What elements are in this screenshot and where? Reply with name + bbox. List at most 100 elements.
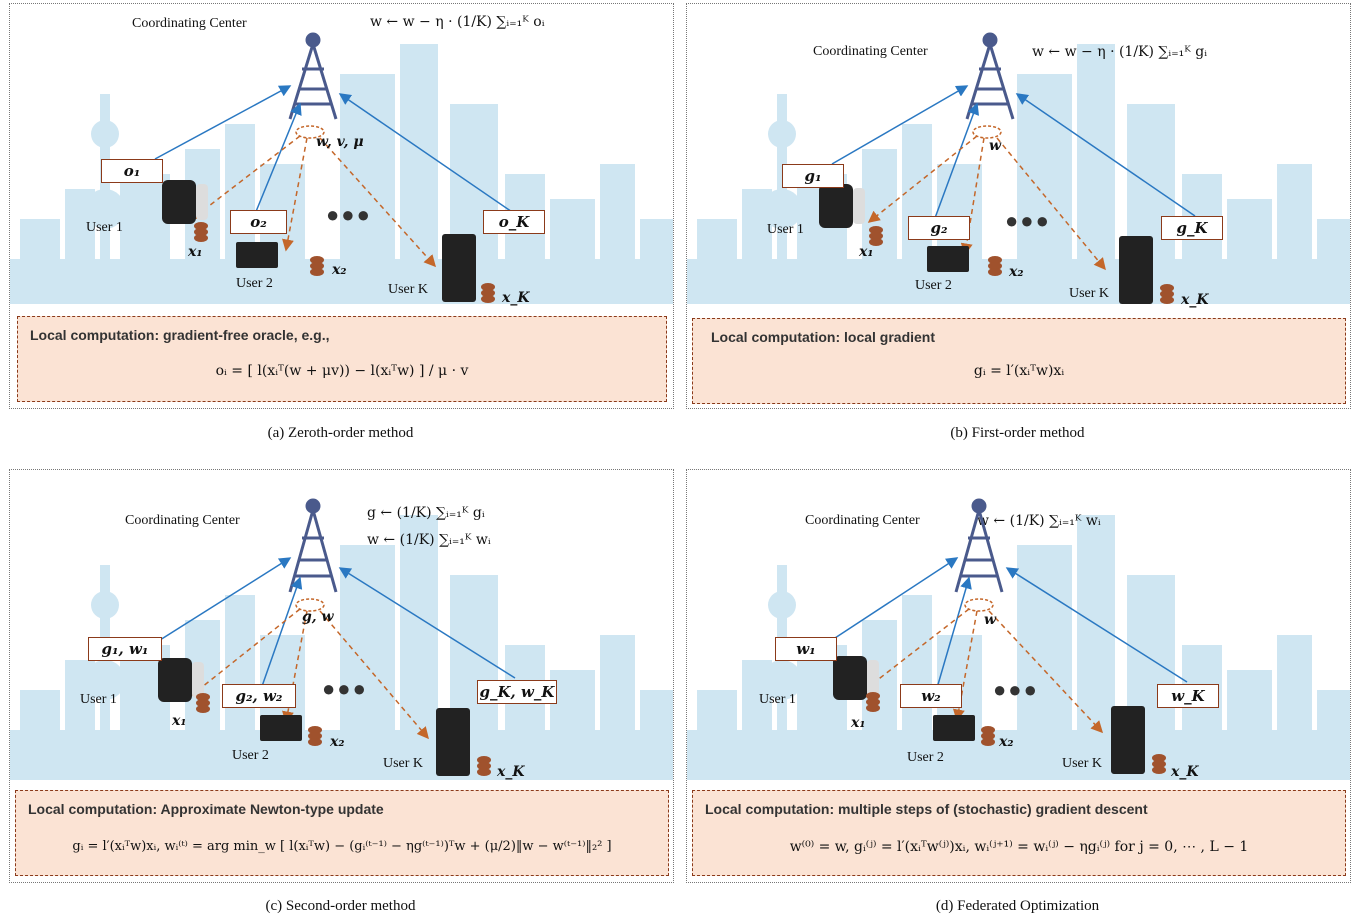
message-box-user-1: g₁, w₁ xyxy=(88,637,162,661)
message-box-user-2: o₂ xyxy=(230,210,287,234)
phone-icon xyxy=(1111,706,1145,774)
user-label: User 2 xyxy=(236,276,273,291)
data-label: x₁ xyxy=(188,244,203,260)
database-icon xyxy=(981,726,995,746)
city-skyline xyxy=(10,515,673,780)
panel-second-order: Coordinating Center g ← (1/K) ∑ᵢ₌₁ᴷ gᵢ w… xyxy=(9,469,674,883)
user-label: User 1 xyxy=(759,692,796,707)
server-update-formula: w ← w − η · (1/K) ∑ᵢ₌₁ᴷ gᵢ xyxy=(1032,44,1208,60)
database-icon xyxy=(481,283,495,303)
smartwatch-icon xyxy=(819,184,865,228)
panel-first-order: Coordinating Center w ← w − η · (1/K) ∑ᵢ… xyxy=(686,3,1351,409)
data-label: x_K xyxy=(502,290,530,306)
data-label: x_K xyxy=(1171,764,1199,780)
caption-c: (c) Second-order method xyxy=(265,898,416,914)
message-box-user-k: g_K xyxy=(1161,216,1223,240)
ellipsis-dots: ●●● xyxy=(326,202,372,227)
local-computation-title: Local computation: gradient-free oracle,… xyxy=(30,327,330,343)
message-box-user-2: w₂ xyxy=(900,684,962,708)
coordinating-center-label: Coordinating Center xyxy=(805,513,920,528)
user-label: User 2 xyxy=(232,748,269,763)
phone-icon xyxy=(442,234,476,302)
server-update-formula: w ← w − η · (1/K) ∑ᵢ₌₁ᴷ oᵢ xyxy=(370,14,545,30)
local-computation-formula: w⁽⁰⁾ = w, gᵢ⁽ʲ⁾ = l′(xᵢᵀw⁽ʲ⁾)xᵢ, wᵢ⁽ʲ⁺¹⁾… xyxy=(789,839,1249,855)
user-label: User 2 xyxy=(907,750,944,765)
user-label: User K xyxy=(1069,286,1110,301)
server-update-formula: w ← (1/K) ∑ᵢ₌₁ᴷ wᵢ xyxy=(977,513,1101,529)
message-box-user-k: w_K xyxy=(1157,684,1219,708)
message-box-user-1: g₁ xyxy=(782,164,844,188)
smartwatch-icon xyxy=(162,180,208,224)
city-skyline xyxy=(687,515,1350,780)
caption-a: (a) Zeroth-order method xyxy=(267,425,414,441)
local-computation-formula: gᵢ = l′(xᵢᵀw)xᵢ, wᵢ⁽ᵗ⁾ = arg min_w [ l(x… xyxy=(72,839,612,854)
message-box-user-k: g_K, w_K xyxy=(477,680,557,704)
caption-d: (d) Federated Optimization xyxy=(935,898,1100,914)
city-skyline xyxy=(10,44,673,304)
message-box-user-2: g₂, w₂ xyxy=(222,684,296,708)
tablet-icon xyxy=(260,715,302,741)
panel-federated: Coordinating Center w ← (1/K) ∑ᵢ₌₁ᴷ wᵢ w… xyxy=(686,469,1351,883)
data-label: x_K xyxy=(1181,292,1209,308)
user-label: User K xyxy=(388,282,429,297)
data-label: x₁ xyxy=(859,244,874,260)
local-computation-box: Local computation: local gradient gᵢ = l… xyxy=(692,318,1346,404)
user-label: User 1 xyxy=(86,220,123,235)
tablet-icon xyxy=(927,246,969,272)
data-label: x₁ xyxy=(851,715,866,731)
tablet-icon xyxy=(933,715,975,741)
user-label: User 2 xyxy=(915,278,952,293)
smartwatch-icon xyxy=(158,658,204,702)
network-diagram xyxy=(833,498,1188,774)
tower-icon xyxy=(288,32,338,120)
network-diagram xyxy=(819,32,1196,304)
local-computation-title: Local computation: local gradient xyxy=(711,329,936,345)
coordinating-center-label: Coordinating Center xyxy=(813,44,928,59)
database-icon xyxy=(310,256,324,276)
data-label: x₂ xyxy=(1009,264,1024,280)
data-label: x₂ xyxy=(332,262,347,278)
ellipsis-dots: ●●● xyxy=(322,676,368,701)
message-box-user-1: w₁ xyxy=(775,637,837,661)
local-computation-formula: oᵢ = [ l(xᵢᵀ(w + μv)) − l(xᵢᵀw) ] / μ · … xyxy=(215,363,469,379)
network-diagram xyxy=(154,32,516,303)
tower-icon xyxy=(965,32,1015,120)
message-box-user-2: g₂ xyxy=(908,216,970,240)
local-computation-formula: gᵢ = l′(xᵢᵀw)xᵢ xyxy=(973,363,1065,379)
coordinating-center-label: Coordinating Center xyxy=(125,513,240,528)
panel-zeroth-order: Coordinating Center w ← w − η · (1/K) ∑ᵢ… xyxy=(9,3,674,409)
phone-icon xyxy=(436,708,470,776)
tablet-icon xyxy=(236,242,278,268)
local-computation-box: Local computation: Approximate Newton-ty… xyxy=(15,790,669,876)
database-icon xyxy=(1160,284,1174,304)
caption-b: (b) First-order method xyxy=(950,425,1085,441)
data-label: x_K xyxy=(497,764,525,780)
tower-icon xyxy=(288,498,338,593)
ellipsis-dots: ●●● xyxy=(1005,208,1051,233)
user-label: User 1 xyxy=(767,222,804,237)
message-box-user-1: o₁ xyxy=(101,159,163,183)
database-icon xyxy=(866,692,880,712)
local-computation-title: Local computation: multiple steps of (st… xyxy=(705,801,1148,817)
data-label: x₂ xyxy=(999,734,1014,750)
database-icon xyxy=(477,756,491,776)
user-label: User 1 xyxy=(80,692,117,707)
tower-icon xyxy=(954,498,1004,593)
database-icon xyxy=(869,226,883,246)
network-diagram xyxy=(158,498,516,776)
user-label: User K xyxy=(1062,756,1103,771)
broadcast-label: w xyxy=(984,612,997,628)
local-computation-box: Local computation: multiple steps of (st… xyxy=(692,790,1346,876)
server-update-formula-g: g ← (1/K) ∑ᵢ₌₁ᴷ gᵢ xyxy=(367,505,485,521)
server-update-formula-w: w ← (1/K) ∑ᵢ₌₁ᴷ wᵢ xyxy=(367,532,491,548)
local-computation-title: Local computation: Approximate Newton-ty… xyxy=(28,801,384,817)
data-label: x₂ xyxy=(330,734,345,750)
database-icon xyxy=(988,256,1002,276)
user-label: User K xyxy=(383,756,424,771)
coordinating-center-label: Coordinating Center xyxy=(132,16,247,31)
broadcast-label: w xyxy=(989,138,1002,154)
database-icon xyxy=(308,726,322,746)
database-icon xyxy=(194,222,208,242)
smartwatch-icon xyxy=(833,656,879,700)
data-label: x₁ xyxy=(172,713,187,729)
